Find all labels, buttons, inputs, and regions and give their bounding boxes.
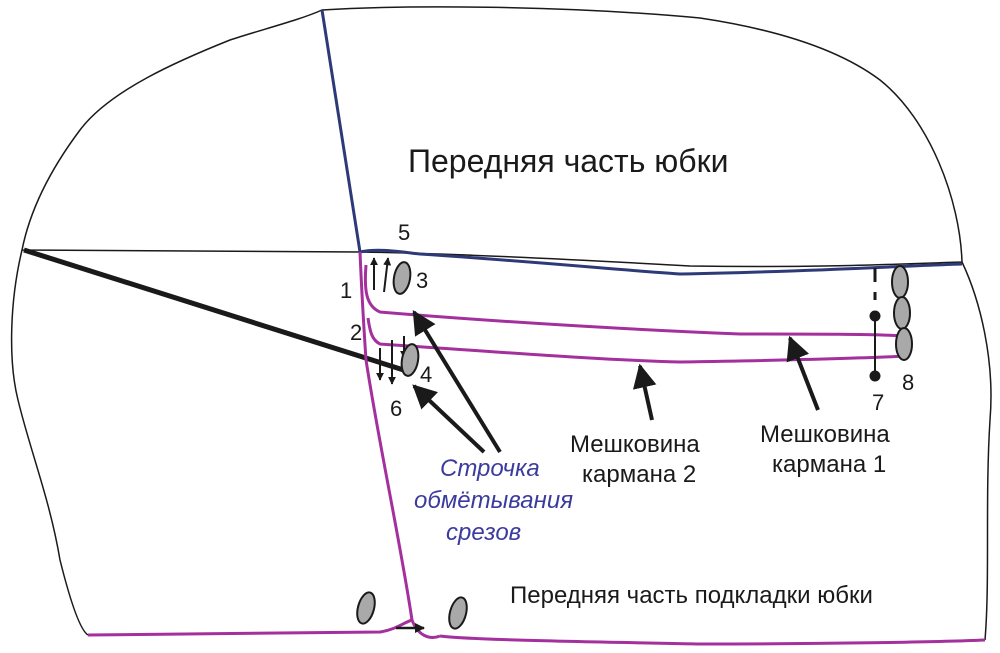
number-6: 6 bbox=[390, 396, 402, 421]
arrow-icon bbox=[412, 309, 502, 454]
stitch-note-line2: обмётывания bbox=[414, 487, 573, 514]
front-side-seam bbox=[320, 9, 362, 253]
seam-marker-8c-icon bbox=[895, 327, 913, 361]
arrow-icon bbox=[412, 384, 486, 454]
number-3: 3 bbox=[416, 268, 428, 293]
point-7-marker bbox=[869, 268, 881, 382]
stitch-note-line1: Строчка bbox=[440, 455, 540, 482]
number-1: 1 bbox=[340, 278, 352, 303]
hem-marker-right-icon bbox=[448, 596, 468, 630]
arrow-icon bbox=[786, 335, 820, 411]
seam-marker-3-icon bbox=[392, 261, 412, 295]
number-2: 2 bbox=[350, 320, 362, 345]
pocket-bag-2-line bbox=[366, 317, 907, 364]
pocket-1-caption-line2: кармана 1 bbox=[772, 451, 886, 478]
number-4: 4 bbox=[420, 362, 432, 387]
skirt-lining-outline bbox=[10, 249, 992, 641]
number-7: 7 bbox=[872, 390, 884, 415]
front-pocket-edge bbox=[359, 248, 963, 276]
arrow-icon bbox=[383, 257, 392, 293]
seam-arrows-group bbox=[370, 257, 408, 385]
pocket-2-caption-line2: кармана 2 bbox=[582, 461, 696, 488]
pocket-1-caption-line1: Мешковина bbox=[760, 421, 890, 448]
seam-markers bbox=[356, 261, 913, 630]
number-8: 8 bbox=[902, 370, 914, 395]
lining-diagonal-edge bbox=[23, 247, 411, 375]
stitch-pointer-arrows bbox=[412, 309, 502, 454]
number-5: 5 bbox=[398, 220, 410, 245]
seam-marker-8b-icon bbox=[893, 296, 911, 330]
arrow-icon bbox=[632, 363, 657, 421]
lining-side-seam bbox=[358, 251, 441, 639]
pocket-2-caption-line1: Мешковина bbox=[570, 431, 700, 458]
front-title: Передняя часть юбки bbox=[408, 143, 728, 179]
seam-marker-8a-icon bbox=[891, 265, 909, 299]
skirt-front-outline bbox=[21, 6, 963, 268]
lining-hem-line bbox=[87, 618, 986, 646]
stitch-note-line3: срезов bbox=[446, 519, 521, 546]
lining-title: Передняя часть подкладки юбки bbox=[510, 582, 873, 609]
pocket-bag-1-line bbox=[363, 264, 907, 338]
hem-marker-left-icon bbox=[356, 591, 376, 625]
pocket-pointer-arrows bbox=[632, 335, 820, 421]
seam-marker-4-icon bbox=[400, 343, 420, 377]
